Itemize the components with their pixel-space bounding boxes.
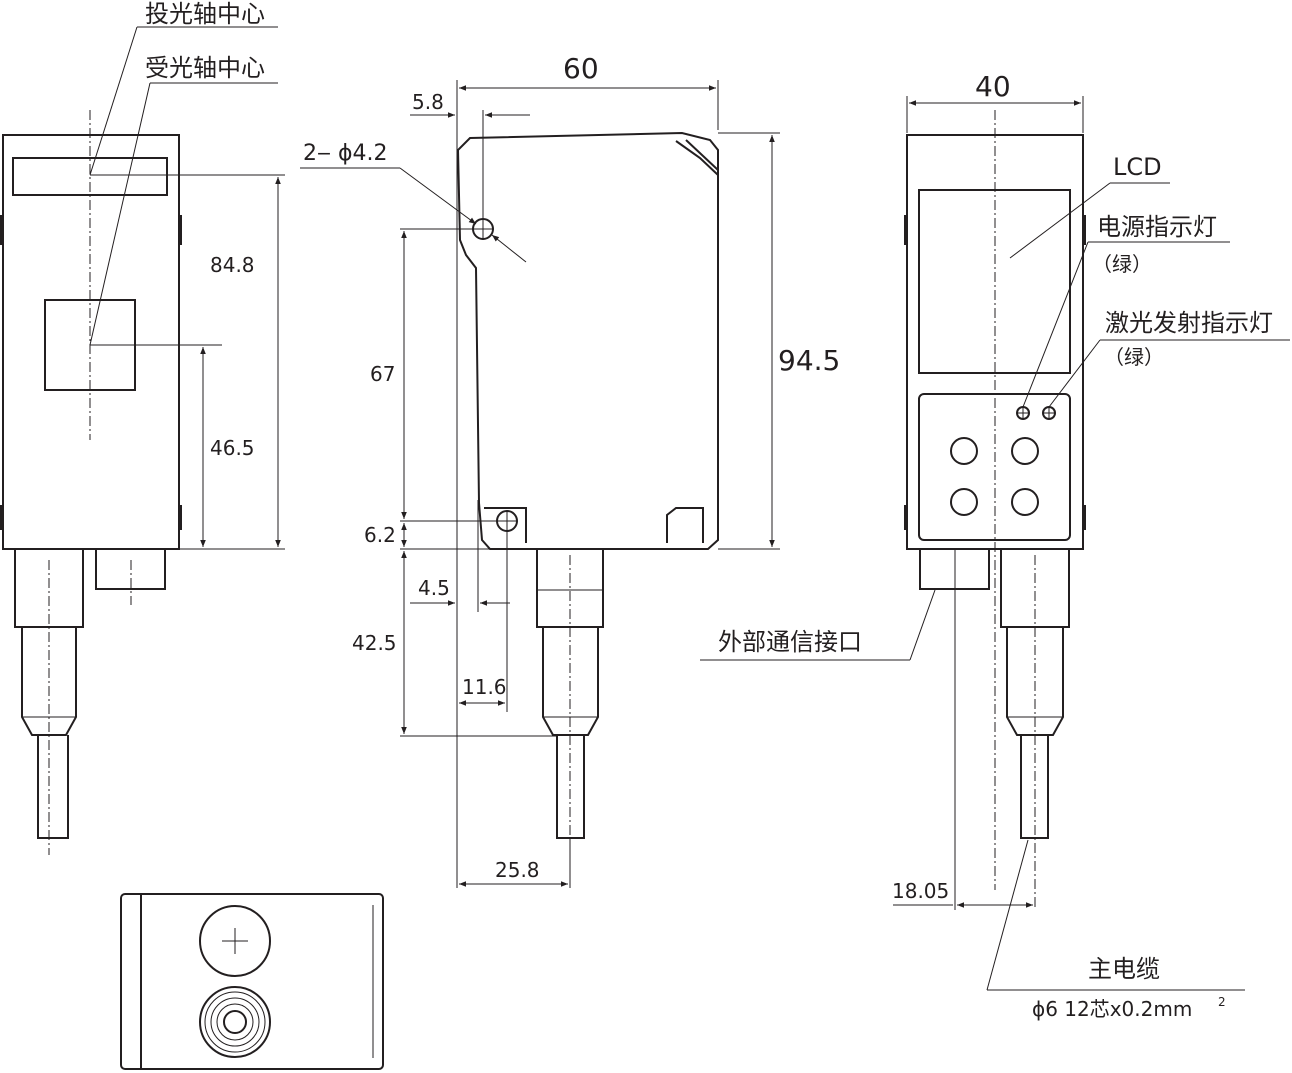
- dim-84-8: 84.8: [210, 253, 255, 277]
- power-indicator-label: 电源指示灯: [1097, 213, 1217, 241]
- button: [1011, 437, 1039, 465]
- button: [1011, 488, 1039, 516]
- left-view: [0, 26, 285, 855]
- ext-interface-label: 外部通信接口: [718, 628, 862, 656]
- cable-spec-label: ϕ6 12芯x0.2mm: [1032, 997, 1192, 1021]
- button: [950, 437, 978, 465]
- dim-42-5: 42.5: [352, 631, 397, 655]
- dim-94-5: 94.5: [778, 344, 840, 377]
- dim-40: 40: [975, 70, 1011, 103]
- power-indicator-color: （绿）: [1092, 252, 1152, 276]
- receive-axis-label: 受光轴中心: [145, 54, 265, 82]
- dim-11-6: 11.6: [462, 675, 507, 699]
- bottom-view: [120, 893, 384, 1070]
- dim-5-8: 5.8: [412, 90, 444, 114]
- dim-6-2: 6.2: [364, 523, 396, 547]
- laser-indicator-color: （绿）: [1104, 345, 1164, 369]
- dim-67: 67: [370, 362, 395, 386]
- dim-25-8: 25.8: [495, 858, 540, 882]
- dim-18-05: 18.05: [892, 879, 949, 903]
- button: [950, 488, 978, 516]
- right-view: [700, 96, 1290, 991]
- dim-4-5: 4.5: [418, 576, 450, 600]
- dim-60: 60: [563, 52, 599, 85]
- main-cable-label: 主电缆: [1088, 955, 1160, 983]
- cable-spec-superscript: 2: [1218, 995, 1226, 1009]
- middle-view: [300, 80, 780, 888]
- emit-axis-label: 投光轴中心: [145, 0, 265, 28]
- dim-holes: 2‒ ϕ4.2: [303, 141, 388, 166]
- dim-46-5: 46.5: [210, 436, 255, 460]
- lcd-label: LCD: [1113, 153, 1162, 181]
- laser-indicator-label: 激光发射指示灯: [1105, 309, 1273, 337]
